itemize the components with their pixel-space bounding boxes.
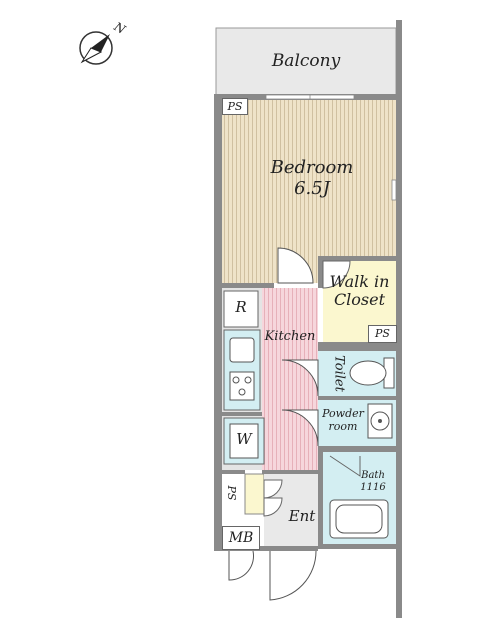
left-wall	[214, 96, 222, 551]
washbasin-icon	[367, 403, 393, 439]
meter-box-label: MB	[222, 526, 260, 550]
bathtub-icon	[329, 499, 389, 539]
closet-line1: Walk in	[329, 272, 390, 291]
bedroom-name: Bedroom	[270, 157, 354, 178]
balcony-label: Balcony	[271, 51, 341, 71]
bedroom-size: 6.5J	[294, 177, 330, 199]
powder-line1: Powder	[322, 407, 364, 420]
refrigerator-space	[223, 290, 259, 328]
bath-size: 1116	[360, 481, 386, 493]
toilet-icon	[349, 357, 395, 389]
powder-room-label: Powder room	[318, 407, 368, 433]
bedroom-floor	[222, 100, 396, 283]
washer-label: W	[236, 430, 252, 448]
ps-top: PS	[222, 98, 248, 115]
bath-label: Bath 1116	[350, 470, 396, 493]
closet-label: Walk in Closet	[323, 272, 396, 310]
exterior-wall	[396, 20, 402, 618]
bedroom-label: Bedroom 6.5J	[262, 157, 362, 199]
sink-icon	[229, 337, 255, 363]
refrigerator-label: R	[235, 298, 247, 316]
closet-line2: Closet	[333, 290, 386, 310]
stove-icon	[229, 371, 255, 401]
ps-entrance: PS	[225, 485, 238, 501]
toilet-label: Toilet	[331, 355, 347, 392]
compass-icon	[79, 31, 113, 65]
entrance-door	[269, 550, 317, 601]
powder-line2: room	[328, 419, 358, 433]
bath-name: Bath	[361, 470, 385, 481]
kitchen-label: Kitchen	[264, 329, 316, 344]
entrance-label: Ent	[288, 507, 316, 525]
kitchen-floor	[262, 288, 318, 470]
bedroom-door	[277, 247, 314, 284]
ps-closet: PS	[368, 325, 397, 343]
balcony-area	[215, 27, 397, 97]
